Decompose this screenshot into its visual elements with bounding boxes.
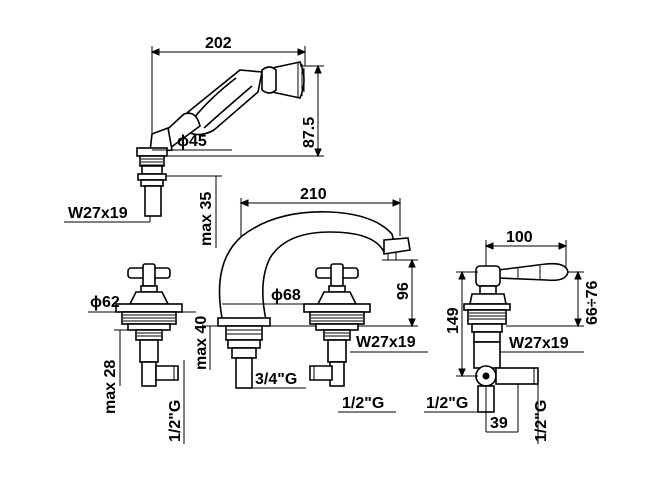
diverter-outlet-thread-label: 1/2"G	[533, 400, 550, 442]
diverter-handle-length-label: 100	[506, 229, 533, 246]
right-valve-connection-label: W27x19	[356, 334, 416, 351]
shower-head	[261, 61, 305, 99]
hand-shower-connection-label: W27x19	[68, 205, 128, 222]
hose-diameter-label: ϕ45	[177, 133, 207, 150]
spout-height-label: 96	[395, 282, 412, 300]
spout-base-diameter-label: ϕ68	[271, 287, 301, 304]
shower-holder	[136, 147, 168, 217]
left-valve: ϕ62 max 28 1/2"G	[88, 263, 196, 444]
shower-handle	[149, 69, 263, 153]
diverter-offset-label: 39	[490, 415, 508, 432]
hand-shower-width-label: 202	[205, 35, 232, 52]
spout-inlet-thread-label: 3/4"G	[255, 371, 297, 388]
diverter-height-range-label: 66÷76	[584, 281, 601, 325]
hand-shower-height-label: 87.5	[301, 117, 318, 148]
diverter-inlet-thread-label: 1/2"G	[426, 395, 468, 412]
diverter-total-height-label: 149	[445, 307, 462, 334]
spout: 210 ϕ68 96 max 40 3/4"G	[193, 186, 418, 389]
diverter: 100 66÷76 149	[424, 229, 601, 444]
spout-deck-max-label: max 40	[193, 316, 210, 370]
right-valve-inlet-thread-label: 1/2"G	[342, 395, 384, 412]
diverter-connection-label: W27x19	[509, 335, 569, 352]
left-valve-deck-max-label: max 28	[102, 360, 119, 414]
right-valve: W27x19 1/2"G	[303, 263, 428, 413]
hand-shower-deck-max-label: max 35	[198, 192, 215, 246]
left-valve-flange-diameter-label: ϕ62	[90, 294, 120, 311]
spout-reach-label: 210	[300, 186, 327, 203]
hand-shower: 202 ϕ45	[64, 35, 324, 248]
left-valve-inlet-thread-label: 1/2"G	[167, 400, 184, 442]
